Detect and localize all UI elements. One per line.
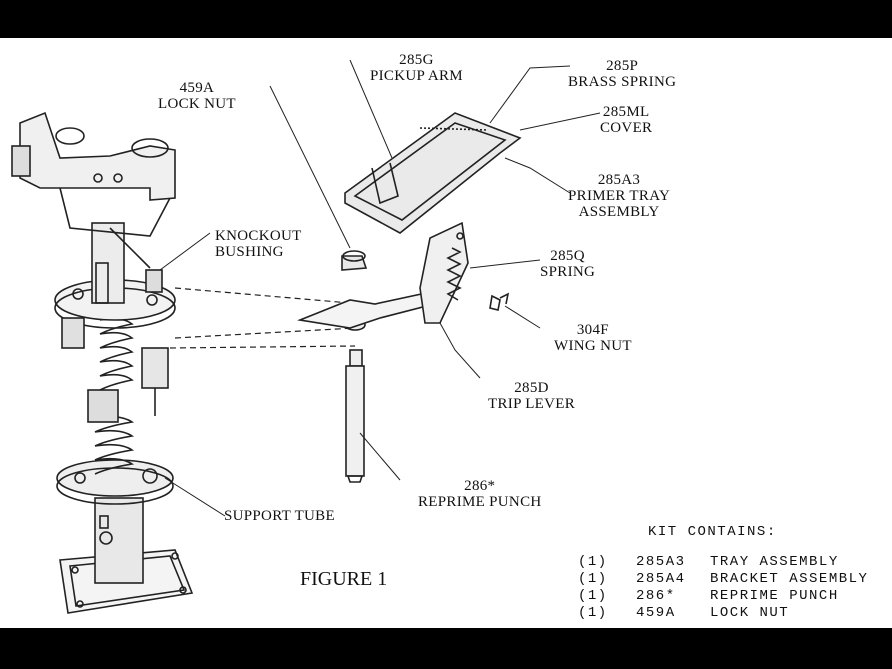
leader-lines bbox=[159, 59, 601, 517]
kit-title: KIT CONTAINS: bbox=[648, 524, 777, 540]
exploded-view-drawing bbox=[11, 59, 601, 614]
trip-lever-part bbox=[297, 221, 469, 329]
label-reprime-punch: 286*REPRIME PUNCH bbox=[418, 478, 542, 510]
spring-part bbox=[446, 247, 462, 301]
wing-nut-part bbox=[489, 292, 510, 311]
figure-title: FIGURE 1 bbox=[300, 568, 388, 590]
reprime-punch-part bbox=[345, 349, 365, 483]
label-support-tube: SUPPORT TUBE bbox=[224, 508, 335, 524]
press-column bbox=[11, 111, 176, 584]
alignment-lines bbox=[169, 287, 356, 349]
kit-item: (1)286*REPRIME PUNCH bbox=[578, 588, 839, 604]
lock-nut-part bbox=[341, 250, 368, 271]
primer-tray-part bbox=[344, 112, 522, 234]
